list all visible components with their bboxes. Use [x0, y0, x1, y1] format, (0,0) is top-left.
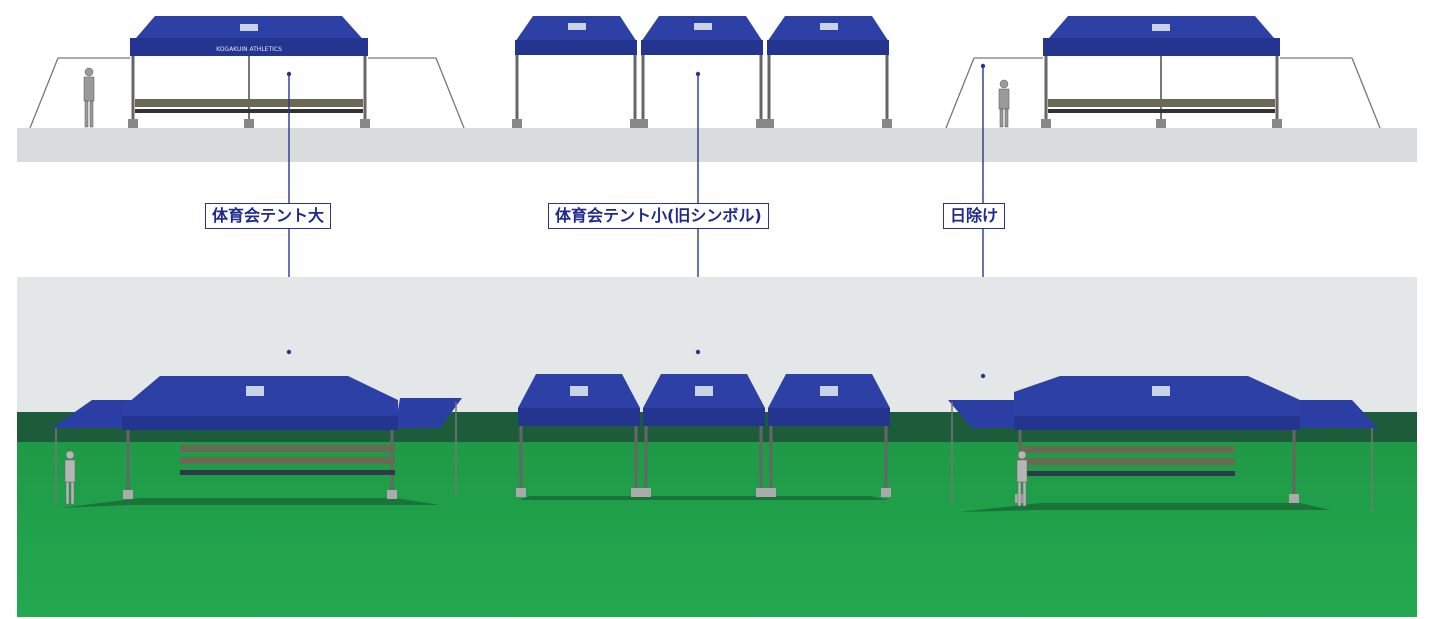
- leader-dot: [695, 349, 701, 355]
- label-small-tent: 体育会テント小(旧シンボル): [548, 203, 769, 229]
- large-tent-elevation-right: [945, 16, 1381, 129]
- leader-dot: [980, 373, 986, 379]
- lawn: [17, 442, 1417, 617]
- elevation-view: KOGAKUIN ATHLETICS: [17, 16, 1417, 162]
- small-tents-elevation: [512, 16, 892, 128]
- perspective-view: [17, 277, 1417, 617]
- large-tent-elevation-left: KOGAKUIN ATHLETICS: [29, 16, 465, 129]
- elevation-ground: [17, 128, 1417, 162]
- label-large-tent: 体育会テント大: [205, 203, 332, 229]
- label-sunshade: 日除け: [943, 203, 1006, 229]
- small-tents-perspective: [516, 349, 891, 500]
- person-figure: [998, 79, 1010, 128]
- tent-banner-text: KOGAKUIN ATHLETICS: [216, 46, 282, 53]
- person-figure: [83, 67, 95, 128]
- large-tent-perspective-right: [948, 373, 1378, 512]
- person-figure: [1016, 450, 1028, 507]
- person-figure: [64, 450, 76, 505]
- leader-dot: [286, 349, 292, 355]
- large-tent-perspective-left: [52, 349, 462, 508]
